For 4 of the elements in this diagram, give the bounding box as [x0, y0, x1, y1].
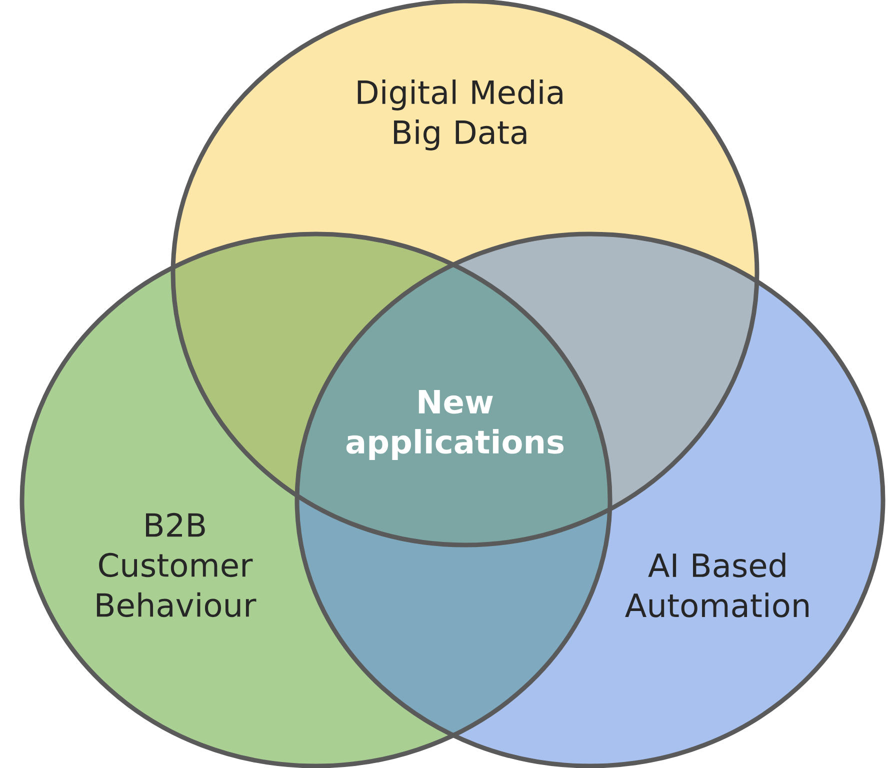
circle-label: B2B Customer Behaviour: [96, 512, 256, 618]
circle-label: AI Based Automation: [625, 552, 808, 618]
circle-label: Digital Media Big Data: [358, 80, 562, 150]
overlap-label: New applications: [346, 390, 564, 460]
